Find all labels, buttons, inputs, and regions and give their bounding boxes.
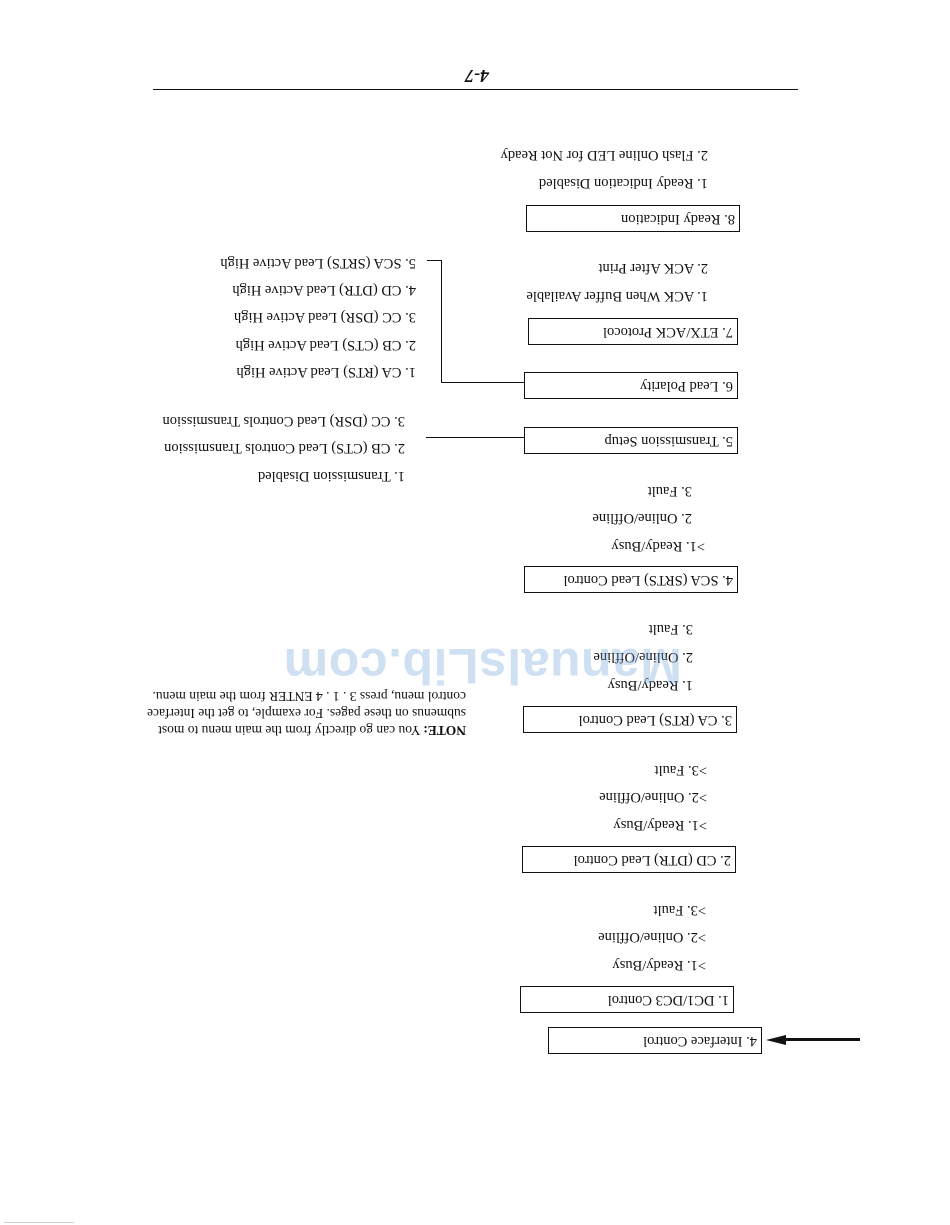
option-dc1-1: >1. Ready/Busy bbox=[612, 957, 706, 973]
option-sca-3: 3. Fault bbox=[647, 483, 692, 499]
connector-transmission bbox=[426, 436, 524, 438]
option-dc1-2: >2. Online/Offline bbox=[598, 929, 706, 945]
note-text: You can go directly from the main menu t… bbox=[146, 689, 466, 738]
submenu-ca-rts: 3. CA (RTS) Lead Control bbox=[523, 706, 737, 733]
option-etx-2: 2. ACK After Print bbox=[598, 260, 708, 276]
option-polarity-2: 2. CB (CTS) Lead Active High bbox=[235, 337, 416, 353]
option-dc1-3: >3. Fault bbox=[653, 902, 707, 918]
submenu-ready-indication: 8. Ready Indication bbox=[526, 205, 740, 232]
submenu-transmission-setup: 5. Transmission Setup bbox=[524, 427, 738, 454]
note-label: NOTE: bbox=[423, 723, 466, 738]
option-sca-2: 2. Online/Offline bbox=[592, 510, 692, 526]
bracket-polarity-top bbox=[427, 259, 442, 261]
option-tx-1: 1. Transmission Disabled bbox=[257, 468, 405, 484]
watermark-text: ManualsLib.com bbox=[283, 638, 682, 694]
option-ready-2: 2. Flash Online LED for Not Ready bbox=[500, 147, 708, 163]
entry-arrow-icon bbox=[766, 1035, 786, 1045]
option-cd-1: >1. Ready/Busy bbox=[613, 817, 707, 833]
option-polarity-3: 3. CC (DSR) Lead Active High bbox=[233, 309, 416, 325]
option-polarity-1: 1. CA (RTS) Lead Active High bbox=[236, 364, 416, 380]
option-etx-1: 1. ACK When Buffer Available bbox=[526, 288, 708, 304]
submenu-dc1-dc3: 1. DC1/DC3 Control bbox=[520, 986, 734, 1013]
connector-polarity bbox=[441, 381, 524, 383]
submenu-etx-ack: 7. ETX/ACK Protocol bbox=[528, 318, 738, 345]
option-polarity-5: 5. SCA (SRTS) Lead Active High bbox=[220, 255, 416, 271]
option-tx-3: 3. CC (DSR) Lead Controls Transmission bbox=[162, 413, 406, 429]
submenu-cd-dtr: 2. CD (DTR) Lead Control bbox=[522, 846, 736, 873]
note-block: NOTE: You can go directly from the main … bbox=[106, 688, 466, 739]
submenu-sca-srts: 4. SCA (SRTS) Lead Control bbox=[524, 566, 738, 593]
option-ca-3: 3. Fault bbox=[648, 621, 693, 637]
option-cd-3: >3. Fault bbox=[654, 762, 708, 778]
menu-interface-control: 4. Interface Control bbox=[548, 1027, 762, 1054]
bracket-polarity bbox=[440, 260, 442, 383]
option-sca-1: >1. Ready/Busy bbox=[611, 538, 705, 554]
option-ready-1: 1. Ready Indication Disabled bbox=[538, 175, 708, 191]
page-number: 4-7 bbox=[465, 66, 489, 86]
option-polarity-4: 4. CD (DTR) Lead Active High bbox=[232, 282, 416, 298]
submenu-lead-polarity: 6. Lead Polarity bbox=[524, 372, 738, 399]
entry-arrow-shaft bbox=[786, 1038, 860, 1041]
header-rule bbox=[153, 88, 798, 90]
scan-edge-mark bbox=[4, 1222, 74, 1223]
option-cd-2: >2. Online/Offline bbox=[599, 789, 707, 805]
option-tx-2: 2. CB (CTS) Lead Controls Transmission bbox=[164, 440, 405, 456]
